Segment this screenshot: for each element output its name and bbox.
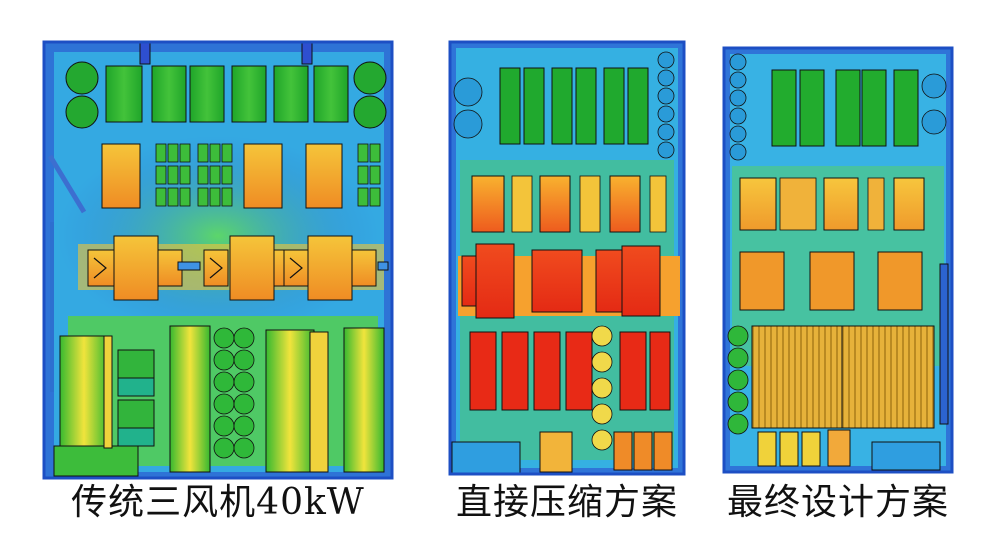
caption-final-design: 最终设计方案 bbox=[726, 482, 949, 523]
thermal-map-final-design bbox=[722, 46, 954, 474]
thermal-map-traditional bbox=[42, 40, 394, 480]
thermal-map-direct-compression bbox=[448, 40, 686, 476]
caption-direct-compression: 直接压缩方案 bbox=[455, 482, 678, 523]
caption-traditional: 传统三风机40kW bbox=[71, 482, 365, 523]
